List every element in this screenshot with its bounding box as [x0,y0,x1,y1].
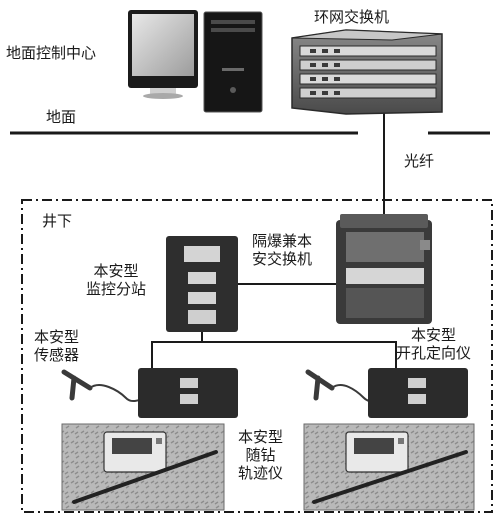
inclinometer-box-icon [368,368,468,418]
tracker-device-icon [61,423,225,511]
substation-box-icon [166,236,238,332]
underground-label: 井下 [42,212,73,230]
mwd-tracker-label-line1: 本安型 [238,428,284,446]
explosion-proof-switch-label-line1: 隔爆兼本 [252,232,313,250]
ground-label: 地面 [46,108,77,126]
borehole-inclinometer-label-line1: 本安型 [411,326,457,344]
inclinometer-box-icon [138,368,238,418]
monitor-icon [128,10,198,99]
monitoring-substation-label-line1: 本安型 [93,262,139,280]
sensor-probe-icon [61,369,151,403]
optical-fiber-label: 光纤 [404,152,435,170]
rack-switch-icon [291,29,443,115]
mwd-tracker-label-line3: 轨迹仪 [238,464,284,482]
explosion-proof-box-icon [336,214,432,324]
borehole-inclinometer-label: 本安型 开孔定向仪 [396,326,471,362]
underground-boundary [21,199,493,513]
ground-control-center-label: 地面控制中心 [6,44,97,62]
sensor-label: 本安型 传感器 [34,328,79,364]
monitoring-substation-label-line2: 监控分站 [86,280,147,298]
tower-pc-icon [203,11,263,113]
underground-connections [151,283,397,368]
monitoring-substation-label: 本安型 监控分站 [86,262,146,298]
mwd-tracker-label: 本安型 随钻 轨迹仪 [238,428,283,482]
explosion-proof-switch-label-line2: 安交换机 [252,250,313,268]
borehole-inclinometer-label-line2: 开孔定向仪 [396,344,472,362]
ring-switch-label: 环网交换机 [314,8,390,26]
sensor-label-line1: 本安型 [34,328,80,346]
sensor-label-line2: 传感器 [34,346,80,364]
explosion-proof-switch-label: 隔爆兼本 安交换机 [252,232,312,268]
mwd-tracker-label-line2: 随钻 [245,446,276,464]
tracker-device-icon [303,423,475,511]
